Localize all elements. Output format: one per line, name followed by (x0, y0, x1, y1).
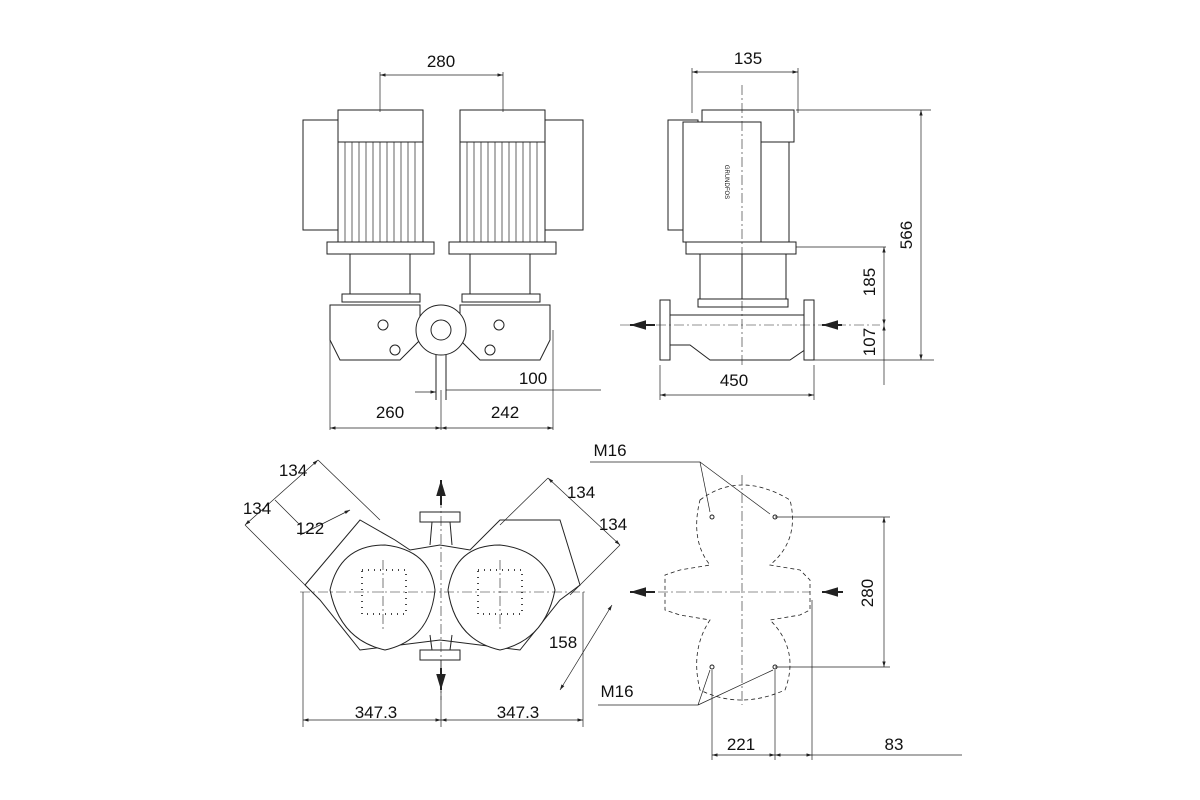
dim-motor-spacing: 280 (427, 52, 455, 71)
front-view: 280 100 260 242 (302, 52, 601, 430)
right-motor (448, 109, 584, 303)
dim-half-width-left: 347.3 (355, 703, 398, 722)
dim-right-width: 242 (491, 403, 519, 422)
top-view: 134 134 122 134 134 158 347.3 347.3 (243, 459, 627, 727)
dim-offset: 100 (519, 369, 547, 388)
foundation-view: M16 M16 280 221 83 (590, 441, 962, 760)
front-dimensions (329, 72, 601, 430)
bolt-label-bottom: M16 (600, 682, 633, 701)
dim-diagonal-e: 134 (599, 515, 627, 534)
dim-left-width: 260 (376, 403, 404, 422)
pump-housing (329, 304, 551, 400)
dim-diagonal-d: 134 (567, 483, 595, 502)
dim-diagonal-b: 134 (243, 499, 271, 518)
dim-motor-depth: 135 (734, 49, 762, 68)
dim-base-height: 107 (860, 328, 879, 356)
dim-diagonal-f: 158 (549, 633, 577, 652)
dim-bolt-width: 221 (727, 735, 755, 754)
bolt-label-top: M16 (593, 441, 626, 460)
grundfos-logo: GRUNDFOS (723, 165, 729, 199)
side-view: GRUNDFOS 135 566 185 107 450 (620, 49, 934, 400)
dim-bolt-spacing: 280 (858, 579, 877, 607)
left-motor (302, 109, 435, 303)
dim-half-width-right: 347.3 (497, 703, 540, 722)
dim-diagonal-a: 134 (279, 461, 307, 480)
dim-total-height: 566 (897, 221, 916, 249)
dim-port-length: 450 (720, 371, 748, 390)
dim-diagonal-c: 122 (296, 519, 324, 538)
dim-edge-offset: 83 (885, 735, 904, 754)
dim-shaft-height: 185 (860, 268, 879, 296)
